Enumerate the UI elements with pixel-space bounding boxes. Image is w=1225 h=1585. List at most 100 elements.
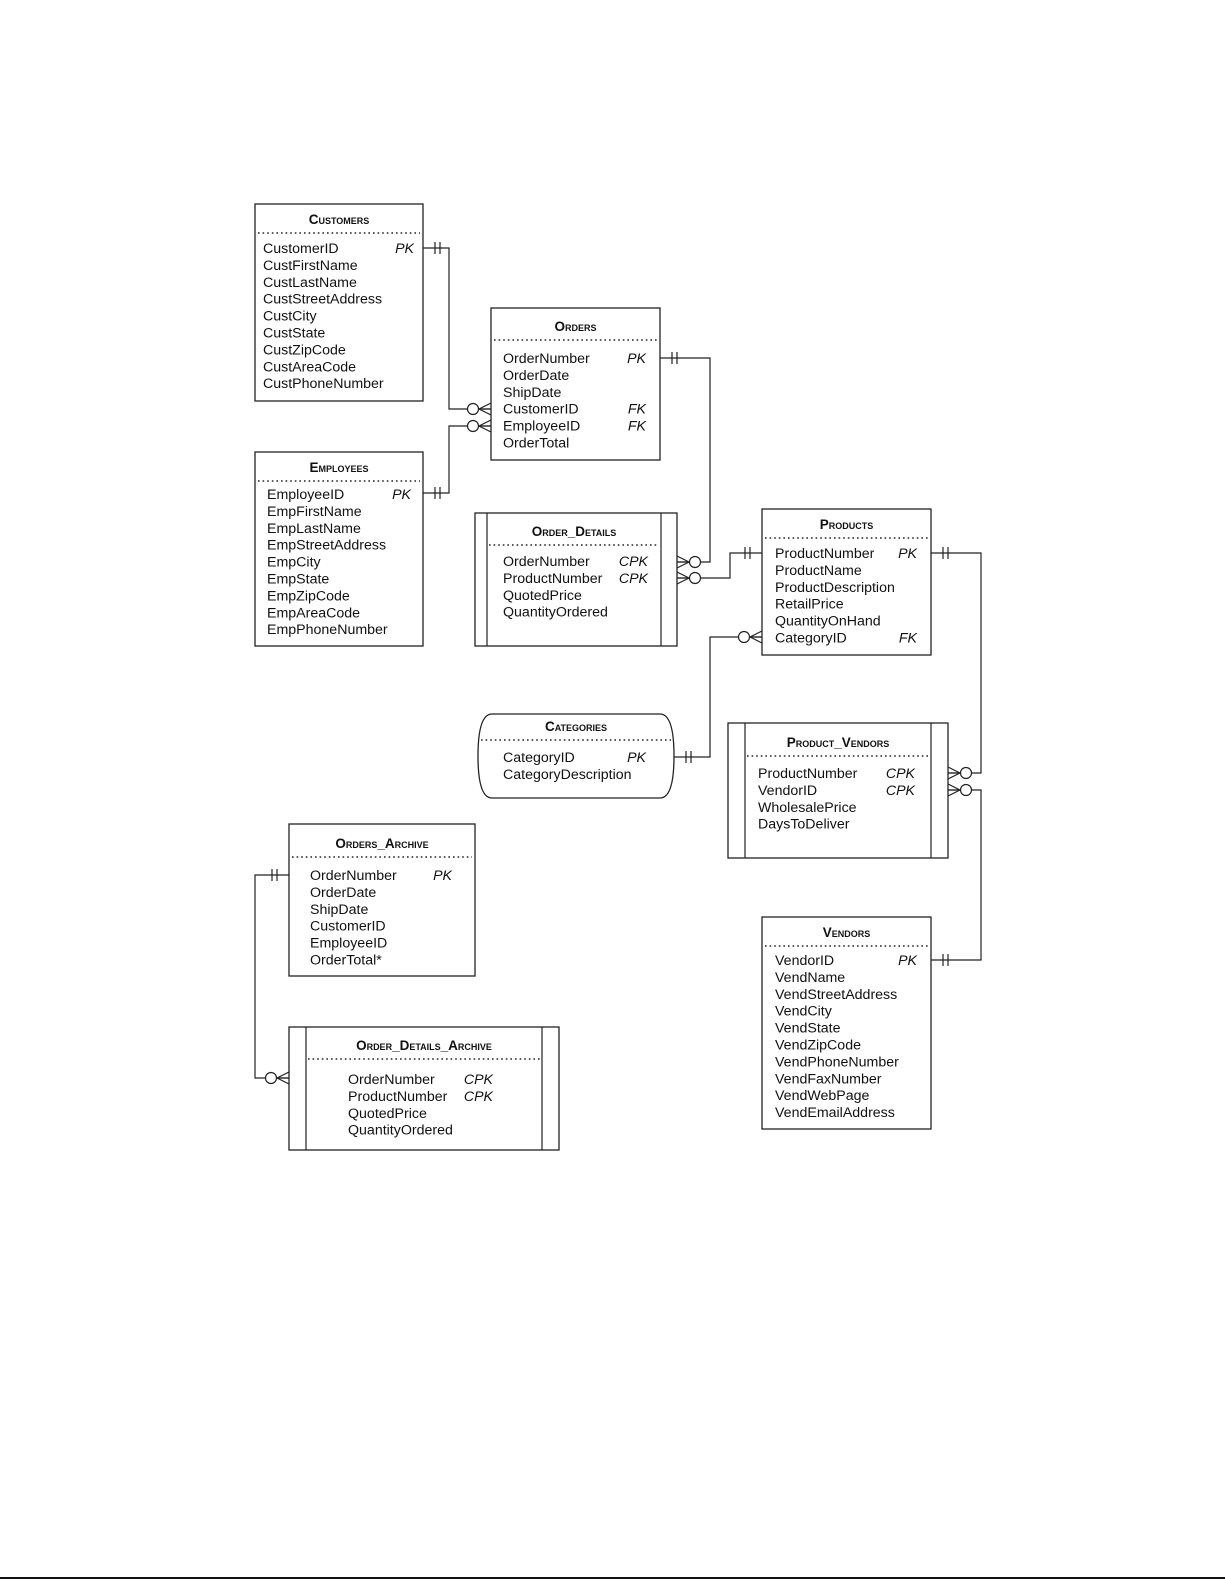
attribute-name: ShipDate	[310, 902, 368, 918]
attribute-name: OrderTotal	[503, 436, 569, 452]
attribute-name: CustPhoneNumber	[263, 376, 384, 392]
relationship-orders-to-order-details	[660, 352, 711, 569]
attribute-name: EmpStreetAddress	[267, 538, 386, 554]
entity-title: Products	[820, 517, 874, 532]
attribute-name: CustomerID	[503, 402, 579, 418]
entity-box-outline	[474, 512, 678, 647]
attribute-name: VendorID	[758, 783, 817, 799]
attribute-name: DaysToDeliver	[758, 817, 850, 833]
entity-title: Vendors	[823, 925, 871, 940]
attribute-key: CPK	[619, 554, 649, 570]
attribute-name: CustomerID	[263, 241, 339, 257]
attribute-name: EmpFirstName	[267, 504, 362, 520]
attribute-key: CPK	[886, 783, 916, 799]
attribute-name: EmpState	[267, 572, 329, 588]
page-bottom-rule	[0, 1577, 1225, 1579]
relationship-products-to-order-details	[676, 547, 762, 585]
attribute-key: PK	[898, 546, 917, 562]
attribute-name: QuotedPrice	[348, 1106, 427, 1122]
attribute-name: VendEmailAddress	[775, 1105, 895, 1121]
attribute-name: OrderNumber	[310, 868, 397, 884]
relationship-customers-to-orders	[423, 242, 492, 416]
attribute-name: QuantityOrdered	[348, 1123, 453, 1139]
attribute-name: CategoryID	[775, 631, 847, 647]
entity-box-outline	[761, 916, 932, 1130]
entity-box-outline	[288, 1026, 560, 1151]
attribute-key: CPK	[464, 1072, 494, 1088]
attribute-name: QuantityOnHand	[775, 614, 881, 630]
relationship-orders-archive-to-order-details-archive	[254, 869, 290, 1085]
relationship-employees-to-orders	[423, 419, 492, 499]
attribute-name: EmpCity	[267, 555, 322, 571]
attribute-name: WholesalePrice	[758, 800, 857, 816]
attribute-name: VendPhoneNumber	[775, 1054, 899, 1070]
attribute-name: CustZipCode	[263, 342, 346, 358]
attribute-name: EmployeeID	[503, 419, 580, 435]
attribute-name: VendState	[775, 1021, 841, 1037]
attribute-name: ProductNumber	[775, 546, 875, 562]
entity-title: Order_Details	[532, 524, 617, 539]
attribute-name: CustLastName	[263, 275, 357, 291]
attribute-name: OrderDate	[503, 368, 569, 384]
attribute-key: PK	[392, 487, 411, 503]
attribute-name: OrderNumber	[503, 554, 590, 570]
attribute-name: VendorID	[775, 953, 834, 969]
attribute-key: CPK	[619, 571, 649, 587]
entity-box-outline	[254, 451, 424, 647]
attribute-name: ProductNumber	[348, 1089, 448, 1105]
attribute-name: VendZipCode	[775, 1038, 861, 1054]
entity-title: Orders_Archive	[335, 836, 428, 851]
attribute-name: ProductNumber	[503, 571, 603, 587]
entity-title: Orders	[554, 319, 596, 334]
entity-title: Employees	[309, 460, 368, 475]
attribute-name: CustState	[263, 326, 325, 342]
attribute-name: CustFirstName	[263, 258, 358, 274]
attribute-key: PK	[627, 351, 646, 367]
attribute-name: CustomerID	[310, 919, 386, 935]
entity-box-outline	[761, 508, 932, 656]
entity-title: Product_Vendors	[787, 735, 890, 750]
attribute-name: VendCity	[775, 1004, 833, 1020]
attribute-name: VendStreetAddress	[775, 987, 897, 1003]
attribute-name: ShipDate	[503, 385, 561, 401]
attribute-name: CustCity	[263, 309, 318, 325]
attribute-name: VendFaxNumber	[775, 1071, 882, 1087]
attribute-name: OrderNumber	[348, 1072, 435, 1088]
attribute-name: VendWebPage	[775, 1088, 870, 1104]
attribute-name: EmpPhoneNumber	[267, 622, 388, 638]
attribute-key: PK	[898, 953, 917, 969]
attribute-key: FK	[628, 419, 647, 435]
attribute-name: OrderTotal*	[310, 953, 382, 969]
attribute-name: QuotedPrice	[503, 588, 582, 604]
attribute-name: ProductName	[775, 563, 862, 579]
entity-box-outline	[727, 722, 949, 859]
relationship-categories-to-products	[674, 630, 763, 763]
attribute-name: EmployeeID	[267, 487, 344, 503]
relationship-products-to-product-vendors	[931, 547, 982, 780]
attribute-name: OrderNumber	[503, 351, 590, 367]
attribute-name: VendName	[775, 970, 845, 986]
attribute-name: CategoryDescription	[503, 767, 632, 783]
entity-title: Order_Details_Archive	[356, 1038, 492, 1053]
entity-box-outline	[254, 203, 424, 402]
attribute-name: EmpAreaCode	[267, 605, 360, 621]
attribute-key: CPK	[886, 766, 916, 782]
attribute-name: ProductDescription	[775, 580, 895, 596]
entity-box-outline	[490, 307, 661, 461]
attribute-key: FK	[899, 631, 918, 647]
attribute-name: RetailPrice	[775, 597, 844, 613]
attribute-name: CustStreetAddress	[263, 292, 382, 308]
attribute-name: EmployeeID	[310, 936, 387, 952]
attribute-key: CPK	[464, 1089, 494, 1105]
attribute-name: OrderDate	[310, 885, 376, 901]
entity-title: Categories	[545, 719, 607, 734]
attribute-key: FK	[628, 402, 647, 418]
